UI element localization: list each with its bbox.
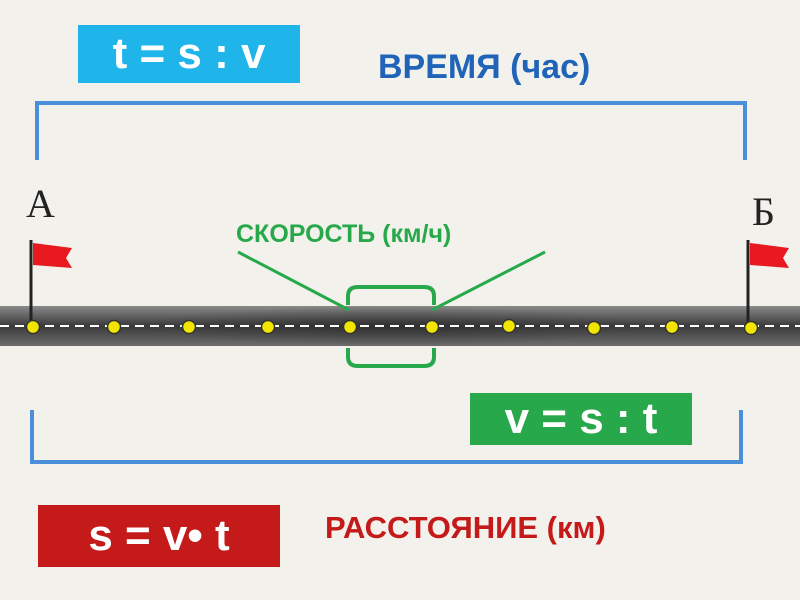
road-marker [426,321,439,334]
speed-segment-bottom [348,348,434,366]
road-marker [27,321,40,334]
flag-start-icon [33,243,72,268]
speed-pointer-left [238,252,349,310]
time-formula-box: t = s : v [78,25,300,83]
flag-end-icon [750,243,789,268]
distance-formula-box: s = v• t [38,505,280,567]
road-marker [344,321,357,334]
time-bracket [37,103,745,160]
speed-pointer-right [432,252,545,310]
time-label: ВРЕМЯ (час) [378,48,590,87]
road-marker [503,320,516,333]
road-marker [262,321,275,334]
speed-segment-top [348,287,434,305]
road-marker [183,321,196,334]
road-marker [588,322,601,335]
time-formula: t = s : v [113,29,266,79]
speed-formula-box: v = s : t [470,393,692,445]
point-a-label: А [26,180,55,227]
point-b-label: Б [752,188,775,235]
distance-label: РАССТОЯНИЕ (км) [325,510,606,546]
distance-formula: s = v• t [88,511,229,561]
road-marker [108,321,121,334]
road-marker [745,322,758,335]
speed-label: СКОРОСТЬ (км/ч) [236,220,451,249]
speed-formula: v = s : t [505,394,658,444]
road-marker [666,321,679,334]
